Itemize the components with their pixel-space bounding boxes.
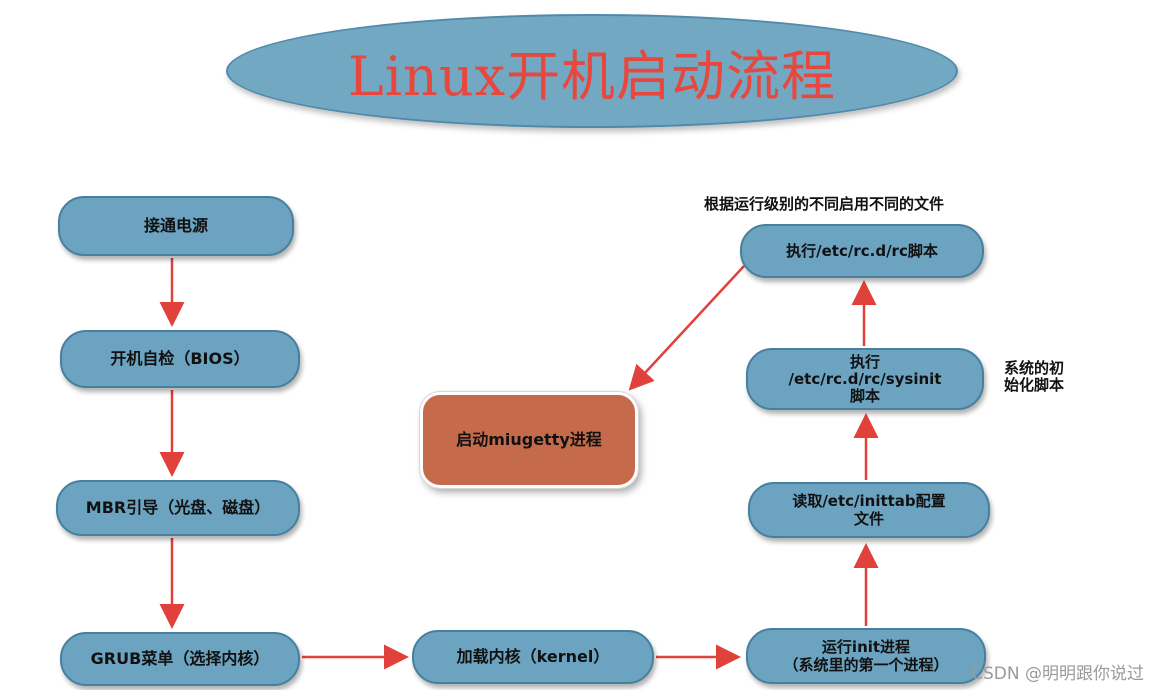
watermark: CSDN @明明跟你说过 [971, 664, 1144, 684]
diagram-title: Linux开机启动流程 [347, 44, 837, 108]
node-run-init: 运行init进程 （系统里的第一个进程） [746, 628, 986, 684]
node-post-bios: 开机自检（BIOS） [60, 330, 300, 388]
title-ellipse: Linux开机启动流程 [226, 14, 958, 128]
node-load-kernel: 加载内核（kernel） [412, 630, 654, 684]
runlevel-note: 根据运行级别的不同启用不同的文件 [704, 195, 945, 213]
node-read-inittab: 读取/etc/inittab配置 文件 [748, 482, 990, 538]
sysinit-note: 系统的初 始化脚本 [1004, 359, 1065, 394]
node-power-on: 接通电源 [58, 196, 294, 256]
node-mbr-boot: MBR引导（光盘、磁盘） [56, 480, 300, 536]
node-exec-sysinit: 执行 /etc/rc.d/rc/sysinit 脚本 [746, 348, 984, 410]
node-exec-rc: 执行/etc/rc.d/rc脚本 [740, 224, 984, 278]
node-start-mingetty: 启动miugetty进程 [419, 391, 639, 489]
node-grub-menu: GRUB菜单（选择内核） [60, 632, 300, 686]
arrow-rc-to-mingetty [628, 265, 745, 391]
